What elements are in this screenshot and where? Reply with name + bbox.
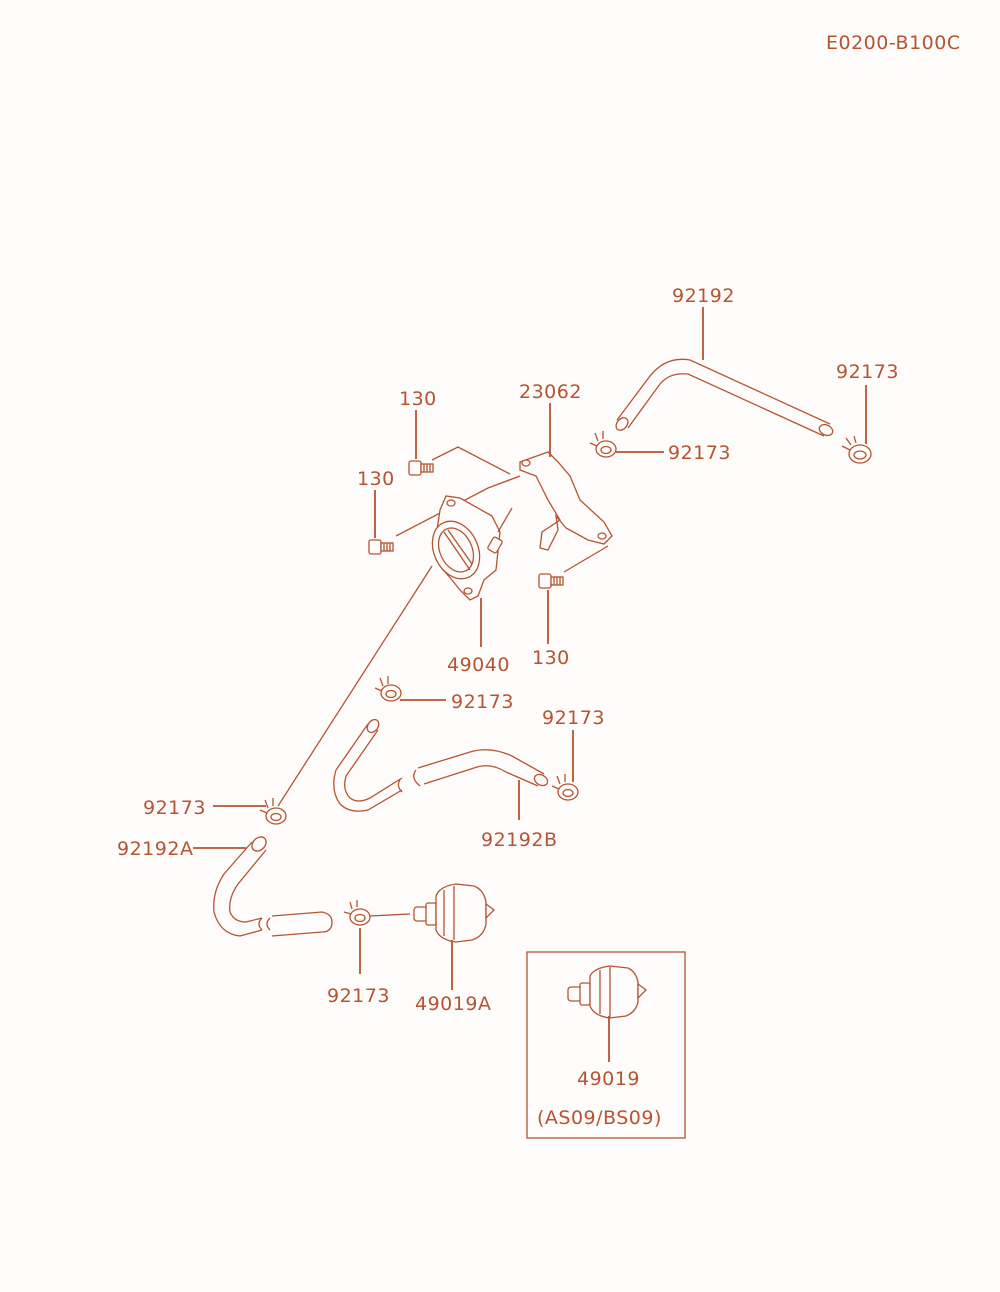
hose-clamp-icon[interactable] xyxy=(551,774,579,801)
bracket-icon xyxy=(519,451,613,551)
hose-clamp-icon[interactable] xyxy=(343,900,371,926)
fuel-hose-icon[interactable] xyxy=(614,358,835,437)
label-clamp-bottom: 92173 xyxy=(327,985,390,1007)
label-clamp-mid: 92173 xyxy=(451,691,514,713)
hose-clamp-icon[interactable] xyxy=(374,676,402,702)
label-bolt-top: 130 xyxy=(399,388,437,410)
fuel-filter-icon[interactable] xyxy=(567,965,647,1019)
hose-clamp-icon[interactable] xyxy=(259,798,287,825)
label-filter-a: 49019A xyxy=(415,993,491,1015)
label-clamp-left: 92173 xyxy=(143,797,206,819)
label-bolt-left: 130 xyxy=(357,468,395,490)
bolt-icon[interactable] xyxy=(408,460,434,476)
label-inset-note: (AS09/BS09) xyxy=(537,1107,662,1129)
fuel-hose-icon[interactable] xyxy=(213,834,333,937)
bolt-icon[interactable] xyxy=(368,539,394,555)
label-clamp-bracket: 92173 xyxy=(668,442,731,464)
inset-box xyxy=(526,951,686,1139)
fuel-hose-icon[interactable] xyxy=(333,717,550,812)
label-clamp-mid-right: 92173 xyxy=(542,707,605,729)
fuel-filter-icon[interactable] xyxy=(413,883,495,943)
label-filter-inset: 49019 xyxy=(577,1068,640,1090)
hose-clamp-icon[interactable] xyxy=(841,435,872,464)
label-fuel-pump: 49040 xyxy=(447,654,510,676)
diagram-id: E0200-B100C xyxy=(826,32,961,54)
label-bracket: 23062 xyxy=(519,381,582,403)
label-hose-b: 92192B xyxy=(481,829,557,851)
label-clamp-top-right: 92173 xyxy=(836,361,899,383)
label-hose-a: 92192A xyxy=(117,838,193,860)
fuel-pump-icon[interactable] xyxy=(423,495,513,601)
bolt-icon[interactable] xyxy=(538,573,564,589)
label-bolt-right: 130 xyxy=(532,647,570,669)
label-hose-top: 92192 xyxy=(672,285,735,307)
hose-clamp-icon[interactable] xyxy=(589,431,617,458)
